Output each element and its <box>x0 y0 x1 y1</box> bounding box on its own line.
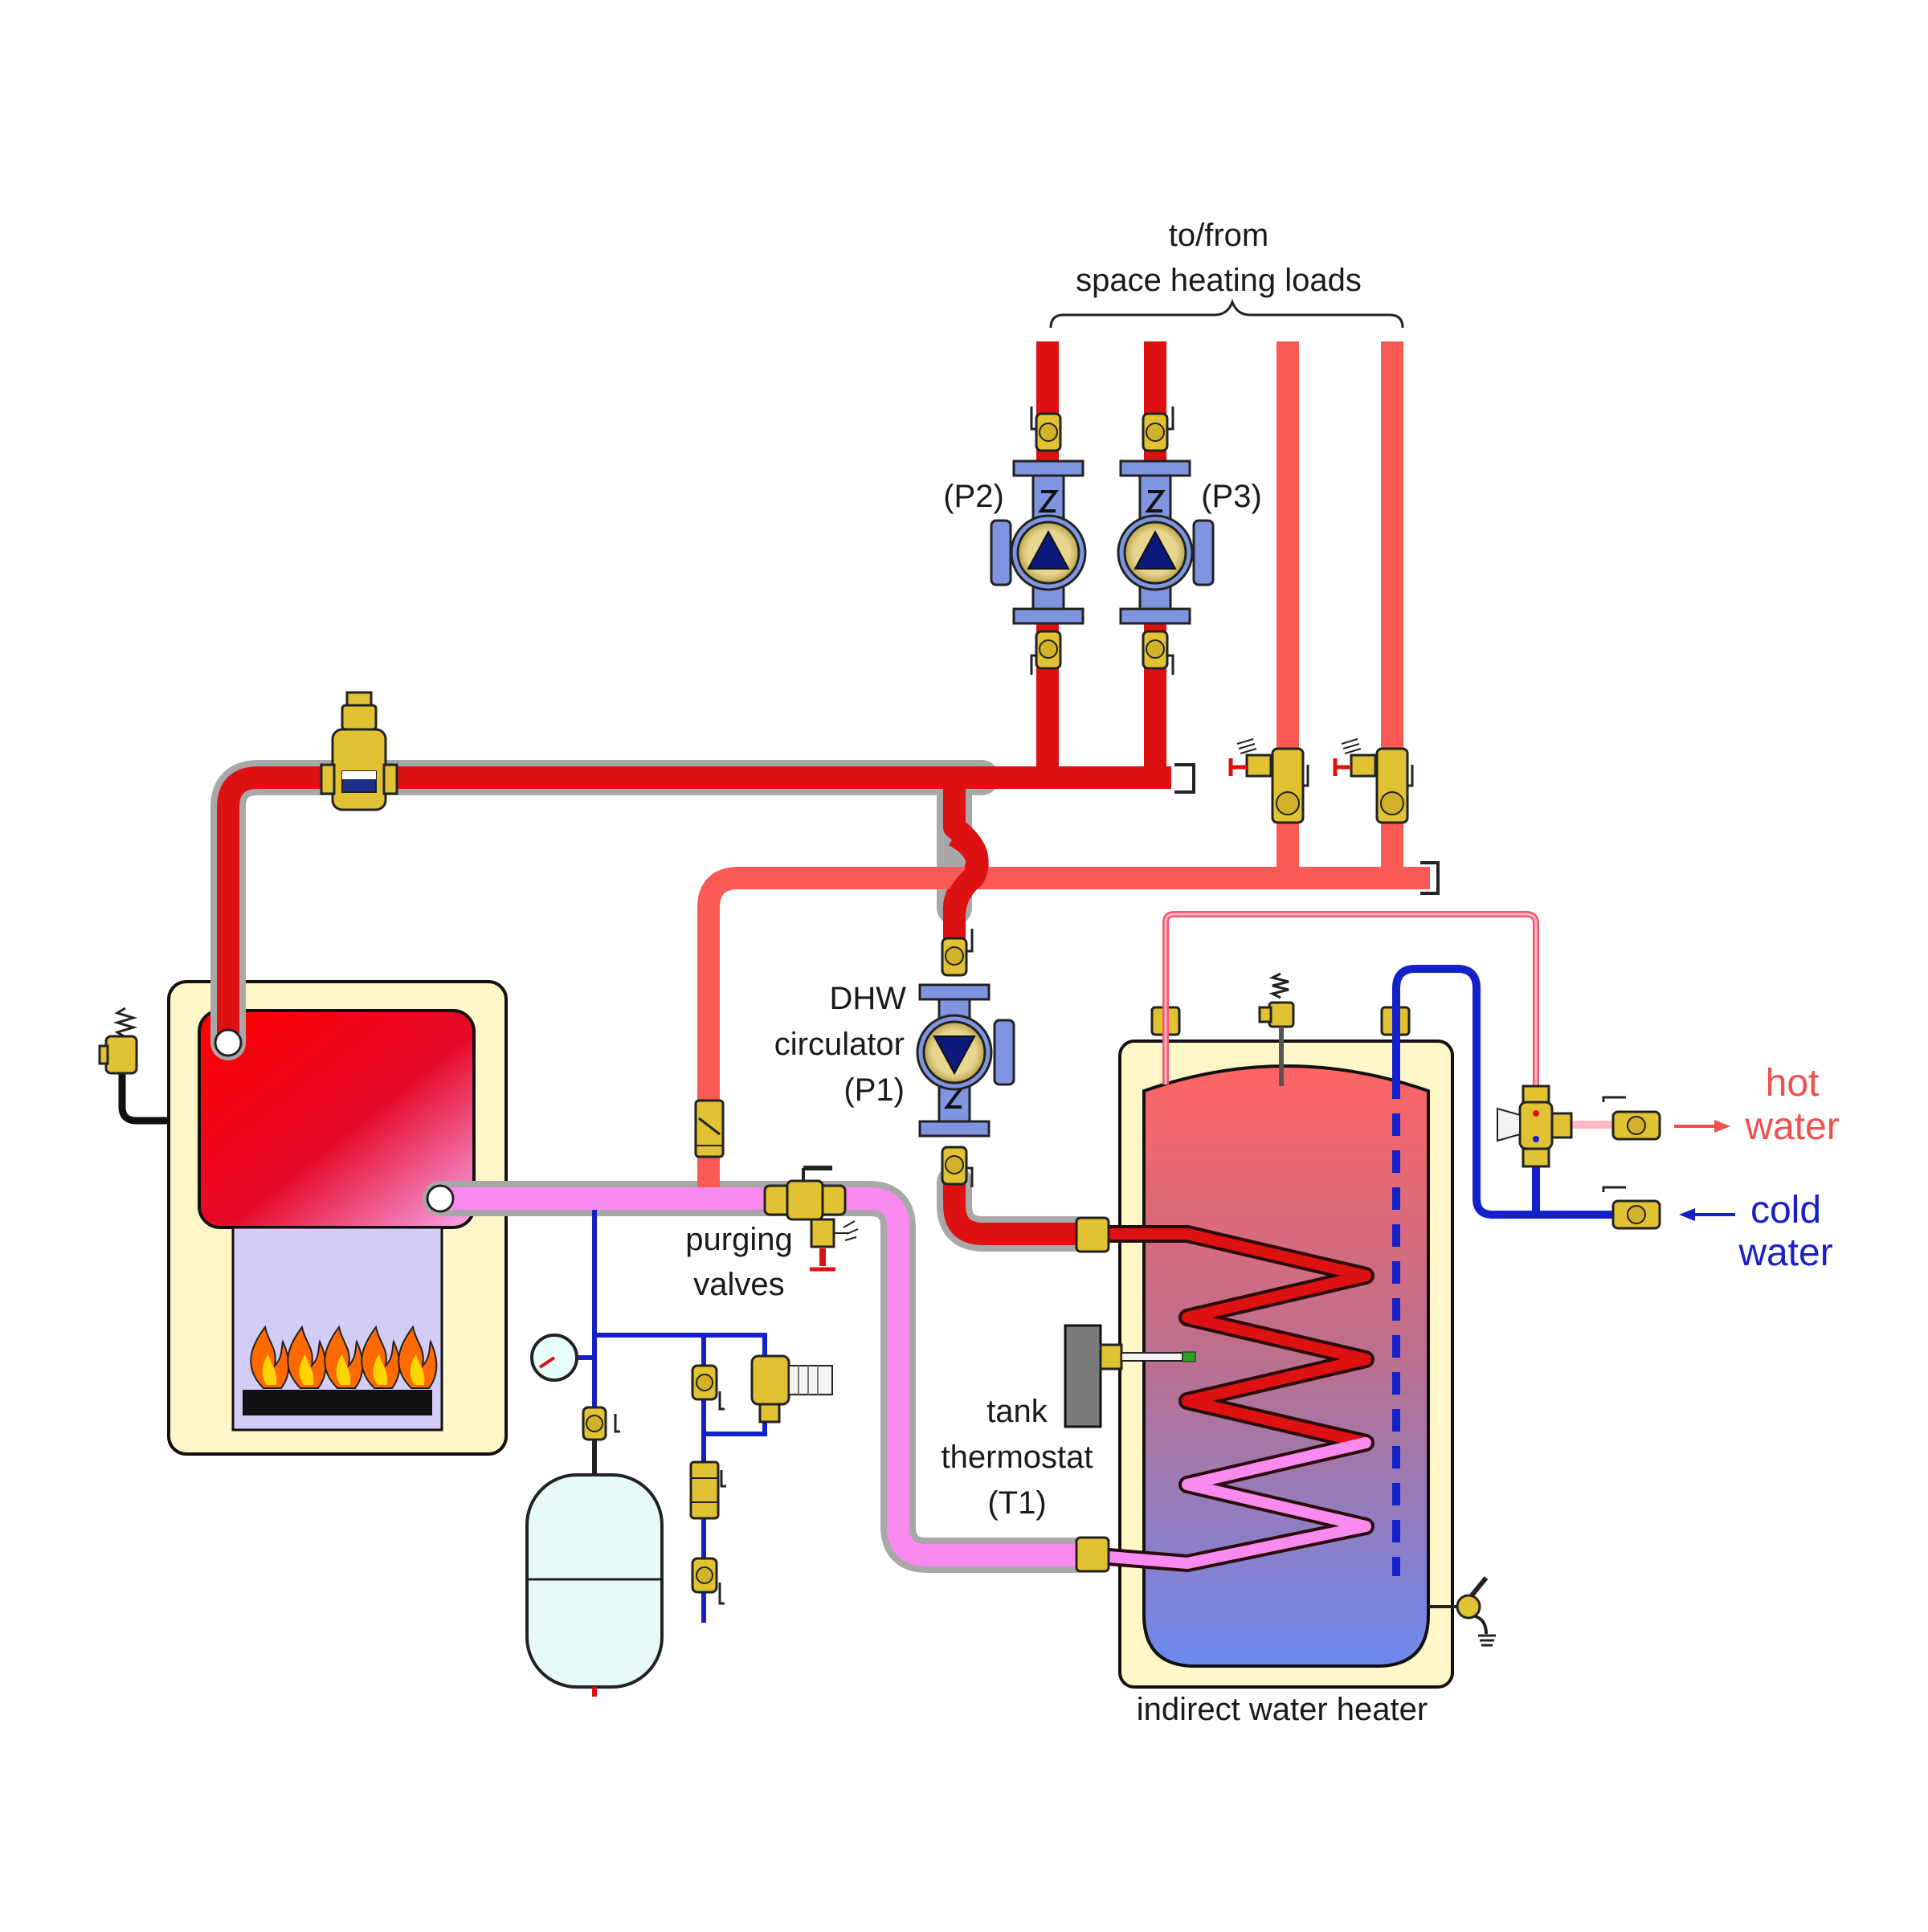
thermostatic-mixing-valve-icon <box>1497 1084 1573 1168</box>
purging-label-line2: valves <box>693 1267 784 1302</box>
hot-water-label-line1: hot <box>1766 1062 1820 1105</box>
cold-water-arrow-icon <box>1679 1208 1735 1221</box>
return-purge-valve-2 <box>1333 738 1414 824</box>
thermostat-label-line1: tank <box>986 1394 1048 1429</box>
air-separator-icon <box>320 691 398 811</box>
supply-pipe-cap <box>1174 763 1195 794</box>
thermostat-label-line3: (T1) <box>987 1485 1046 1521</box>
purging-label-line1: purging <box>685 1222 792 1257</box>
hot-water-valve-icon <box>1602 1096 1661 1141</box>
boiler-return-piping <box>440 1187 1076 1566</box>
circulator-p1 <box>916 929 1015 1187</box>
circulator-p2 <box>990 406 1087 675</box>
indirect-water-heater <box>1064 972 1496 1689</box>
makeup-valve-upper-icon <box>691 1364 725 1411</box>
backflow-preventer-icon <box>689 1460 726 1520</box>
loads-label-line2: space heating loads <box>1076 263 1362 298</box>
circulator-p3 <box>1117 406 1215 675</box>
dhw-label-line1: DHW <box>829 981 906 1016</box>
hot-water-arrow-icon <box>1674 1120 1730 1133</box>
dhw-cold-piping <box>1392 965 1615 1219</box>
pump-arrow-icon <box>1134 529 1177 570</box>
hot-water-label-line2: water <box>1744 1105 1839 1148</box>
thermostat-probe <box>1121 1352 1183 1362</box>
expansion-tank <box>525 1473 664 1697</box>
dhw-hot-inner <box>1164 913 1538 1089</box>
cold-water-valve-icon <box>1602 1186 1661 1230</box>
heater-tank <box>1142 1064 1430 1668</box>
boiler-relief-valve-icon <box>98 1007 138 1075</box>
relief-discharge-pipe <box>118 1072 169 1125</box>
tank-relief-valve-icon <box>1258 972 1295 1086</box>
p2-label: (P2) <box>943 479 1004 514</box>
check-valve-icon <box>694 1099 725 1158</box>
flames-icon <box>250 1325 438 1389</box>
return-pipe-cap <box>1420 861 1440 895</box>
expansion-tank-valve-icon <box>582 1406 620 1441</box>
cold-water-label-line2: water <box>1738 1231 1832 1274</box>
cold-water-label-line1: cold <box>1750 1189 1821 1231</box>
drain-valve-icon <box>1428 1576 1496 1647</box>
loads-label-line1: to/from <box>1169 218 1268 253</box>
tank-thermostat <box>1064 1324 1102 1428</box>
return-purge-valve-1 <box>1228 738 1309 824</box>
thermostat-label-line2: thermostat <box>942 1440 1093 1475</box>
supply-crossover <box>943 825 989 917</box>
boiler-supply-port <box>214 1028 243 1057</box>
pressure-gauge-icon <box>530 1334 578 1382</box>
pressure-reducing-valve-icon <box>750 1354 833 1423</box>
dhw-label-line2: circulator <box>774 1027 905 1062</box>
burner <box>243 1390 432 1415</box>
purging-valve-icon <box>763 1166 859 1272</box>
boiler <box>98 980 508 1456</box>
heater-label: indirect water heater <box>1137 1692 1428 1727</box>
pump-arrow-icon <box>933 1035 976 1076</box>
makeup-valve-lower-icon <box>691 1557 725 1605</box>
p3-label: (P3) <box>1201 479 1262 514</box>
space-heating-brace <box>1049 298 1404 329</box>
pump-arrow-icon <box>1027 529 1070 570</box>
boiler-return-port <box>426 1184 455 1213</box>
dhw-label-line3: (P1) <box>844 1072 905 1108</box>
